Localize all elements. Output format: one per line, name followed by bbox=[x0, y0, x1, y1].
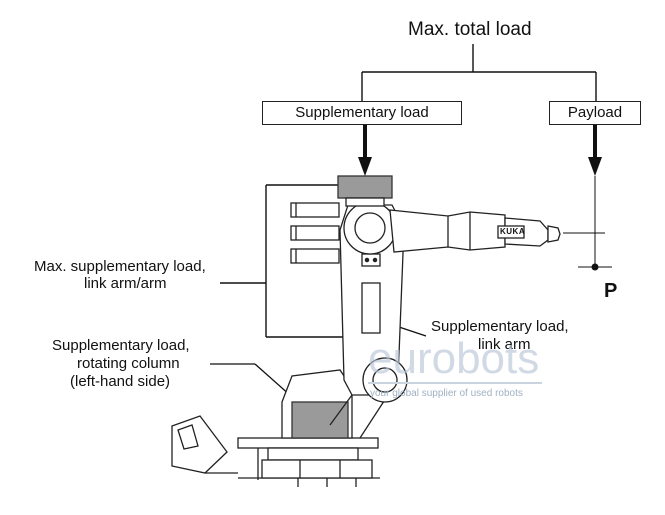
supplementary-load-arrow bbox=[358, 124, 372, 176]
column-label-line3: (left-hand side) bbox=[70, 373, 171, 390]
watermark-brand: eurobots bbox=[368, 334, 540, 383]
column-load-block bbox=[291, 401, 349, 439]
arm-motor-fin-1 bbox=[290, 202, 340, 218]
supplementary-load-box: Supplementary load bbox=[262, 101, 462, 125]
column-label-line1: Supplementary load, bbox=[52, 337, 190, 354]
link-arm-label-line1: Supplementary load, bbox=[431, 318, 569, 335]
title: Max. total load bbox=[408, 19, 532, 40]
column-label-line2: rotating column bbox=[77, 355, 180, 372]
payload-point-dot bbox=[591, 263, 599, 271]
arm-label-line1: Max. supplementary load, bbox=[34, 258, 206, 275]
robot-base-plate bbox=[237, 437, 379, 449]
arm-label-line2: link arm/arm bbox=[84, 275, 167, 292]
link-arm-label-line2: link arm bbox=[478, 336, 531, 353]
payload-arrow bbox=[588, 124, 602, 176]
tree-connector bbox=[361, 44, 597, 101]
arm-bracket bbox=[220, 184, 343, 338]
robot-base-motor bbox=[171, 415, 228, 474]
watermark-rule bbox=[368, 382, 542, 384]
arm-load-block bbox=[337, 175, 393, 199]
robot-brand-badge: KUKA bbox=[500, 227, 526, 236]
payload-point-label: P bbox=[604, 280, 618, 302]
watermark-tagline: your global supplier of used robots bbox=[370, 388, 523, 399]
robot-illustration bbox=[171, 175, 561, 487]
payload-box: Payload bbox=[549, 101, 641, 125]
